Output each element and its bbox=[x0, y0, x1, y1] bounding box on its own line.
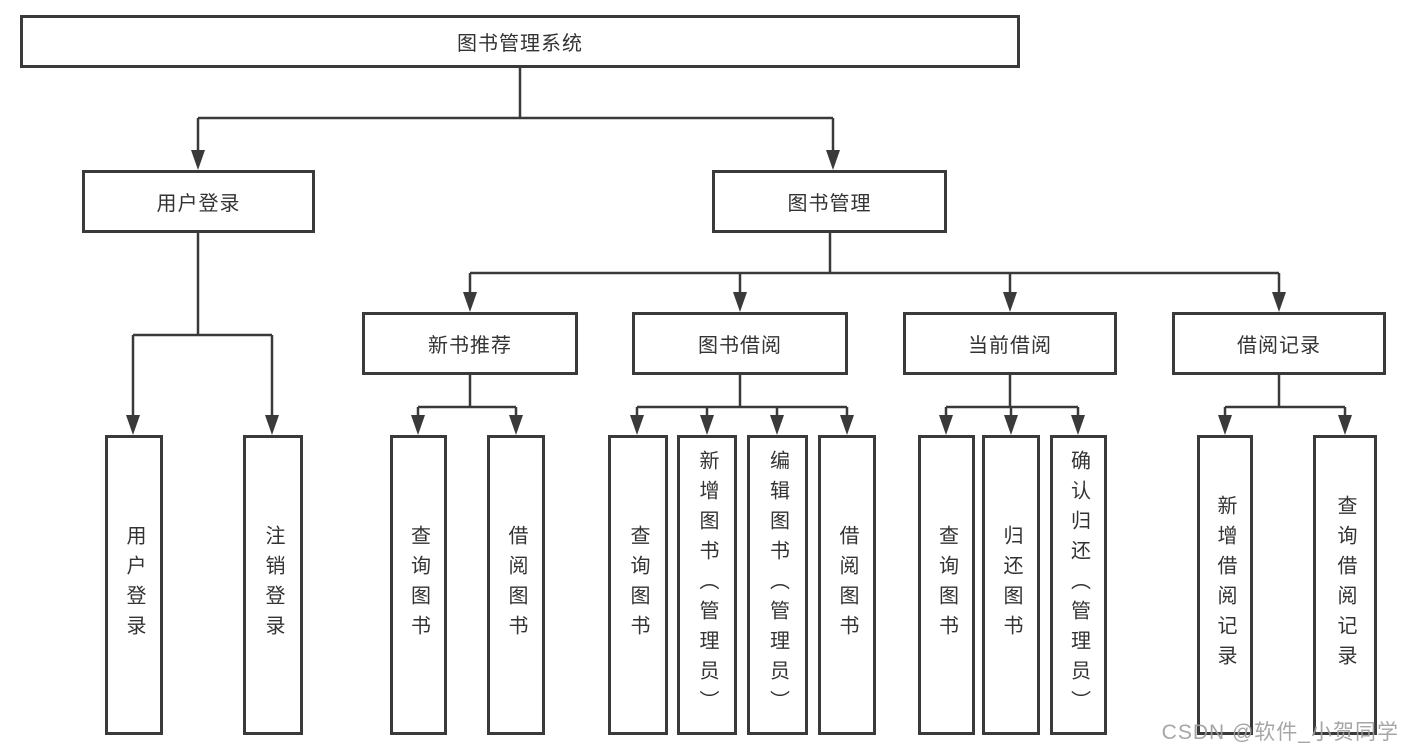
leaf-return-books: 归还图书 bbox=[982, 435, 1040, 735]
node-label: 注销登录 bbox=[262, 525, 284, 645]
csdn-watermark: CSDN @软件_小贺同学 bbox=[1161, 721, 1399, 744]
leaf-borrow-books-borrowing: 借阅图书 bbox=[818, 435, 876, 735]
leaf-user-login: 用户登录 bbox=[105, 435, 163, 735]
node-label: 确认归还（管理员） bbox=[1067, 450, 1090, 720]
leaf-query-books-borrowing: 查询图书 bbox=[608, 435, 668, 735]
leaf-add-borrow-record: 新增借阅记录 bbox=[1197, 435, 1253, 735]
node-label: 查询图书 bbox=[407, 525, 430, 645]
node-label: 查询借阅记录 bbox=[1334, 495, 1356, 675]
node-current-borrowing: 当前借阅 bbox=[903, 312, 1117, 375]
node-label: 归还图书 bbox=[1000, 525, 1022, 645]
node-label: 当前借阅 bbox=[968, 335, 1052, 357]
node-book-borrowing: 图书借阅 bbox=[632, 312, 848, 375]
leaf-confirm-return-admin: 确认归还（管理员） bbox=[1050, 435, 1107, 735]
node-user-login: 用户登录 bbox=[82, 170, 315, 233]
node-library-management-system: 图书管理系统 bbox=[20, 15, 1020, 68]
node-label: 查询图书 bbox=[627, 525, 649, 645]
node-label: 借阅记录 bbox=[1237, 335, 1321, 357]
leaf-edit-book-admin: 编辑图书（管理员） bbox=[747, 435, 808, 735]
node-label: 图书借阅 bbox=[698, 335, 782, 357]
node-label: 查询图书 bbox=[935, 525, 958, 645]
leaf-add-book-admin: 新增图书（管理员） bbox=[677, 435, 737, 735]
leaf-query-books-current: 查询图书 bbox=[918, 435, 975, 735]
node-label: 新增借阅记录 bbox=[1214, 495, 1236, 675]
node-label: 用户登录 bbox=[156, 193, 241, 215]
node-label: 借阅图书 bbox=[836, 525, 858, 645]
node-label: 借阅图书 bbox=[505, 525, 527, 645]
node-label: 新书推荐 bbox=[428, 335, 512, 357]
leaf-logout: 注销登录 bbox=[243, 435, 303, 735]
node-new-book-recommendation: 新书推荐 bbox=[362, 312, 578, 375]
node-label: 图书管理 bbox=[787, 193, 872, 215]
node-label: 图书管理系统 bbox=[457, 33, 583, 55]
node-label: 编辑图书（管理员） bbox=[766, 450, 789, 720]
node-label: 新增图书（管理员） bbox=[696, 450, 718, 720]
node-borrowing-records: 借阅记录 bbox=[1172, 312, 1386, 375]
leaf-query-borrow-record: 查询借阅记录 bbox=[1313, 435, 1377, 735]
node-label: 用户登录 bbox=[123, 525, 145, 645]
leaf-query-books-recommend: 查询图书 bbox=[390, 435, 447, 735]
node-book-management: 图书管理 bbox=[712, 170, 947, 233]
leaf-borrow-books-recommend: 借阅图书 bbox=[487, 435, 545, 735]
